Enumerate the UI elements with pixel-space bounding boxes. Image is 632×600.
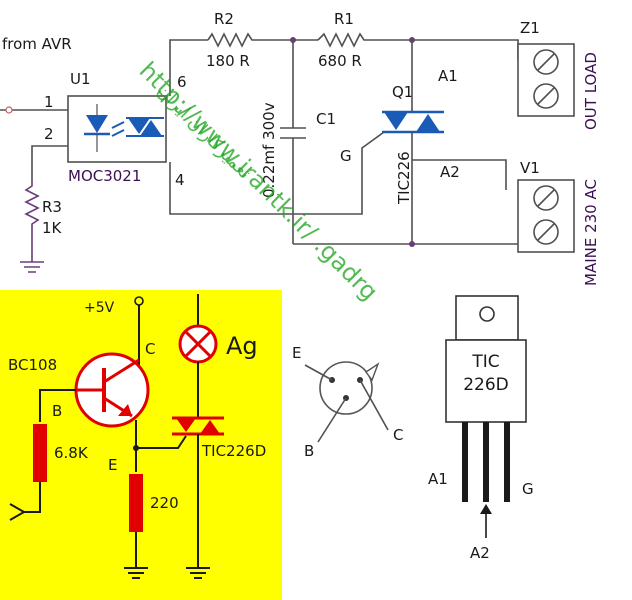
v1-ref: V1 — [520, 159, 540, 177]
antenna-input — [9, 482, 41, 521]
c1-ref: C1 — [316, 110, 336, 128]
u1-light-arrows — [111, 121, 125, 137]
z1-label: OUT LOAD — [582, 52, 600, 130]
u1-pin1: 1 — [44, 93, 54, 111]
v1-label: MAINE 230 AC — [582, 179, 600, 286]
input-terminal — [5, 106, 13, 114]
package-hole — [479, 306, 495, 322]
r1-resistor — [317, 32, 412, 48]
base-wire — [39, 389, 76, 422]
z1-ref: Z1 — [520, 19, 540, 37]
supply-label: +5V — [84, 300, 115, 316]
opto-triac-circuit: from AVR 1 2 U1 MOC3021 6 4 R3 — [0, 10, 600, 286]
rb-resistor — [33, 424, 47, 482]
z1-to-v1 — [412, 159, 507, 190]
package-a1-label: A1 — [428, 470, 448, 488]
watermark: http://www.irantk.ir/ .gadrg تعمیرکاران … — [134, 56, 384, 306]
rb-value: 6.8K — [54, 444, 89, 462]
watermark-persian: تعمیرکاران ایران — [152, 81, 255, 184]
transistor-label: BC108 — [8, 356, 57, 374]
pin4-gate-wire — [169, 131, 385, 215]
r3-ref: R3 — [42, 198, 62, 216]
package-g-label: G — [522, 480, 534, 498]
package-text-2: 226D — [463, 375, 509, 395]
bc108-transistor — [74, 352, 150, 428]
u1-ref: U1 — [70, 70, 91, 88]
package-text-1: TIC — [471, 352, 499, 372]
u1-led — [84, 104, 110, 152]
r3-value: 1K — [42, 219, 63, 237]
z1-terminal-block — [517, 43, 575, 117]
tic226d-triac — [172, 416, 224, 568]
q1-triac-symbol — [382, 40, 444, 244]
a1-to-z1 — [412, 39, 519, 60]
u1-pin6: 6 — [177, 73, 187, 91]
package-body — [445, 339, 527, 423]
pinout-c-label: C — [393, 426, 403, 444]
r2-resistor — [207, 32, 318, 48]
pinout-e-label: E — [292, 344, 301, 362]
package-a2-label: A2 — [470, 544, 490, 562]
u1-pin4: 4 — [175, 171, 185, 189]
transistor-pinout: E B C — [292, 344, 403, 460]
re-value: 220 — [150, 494, 179, 512]
triac-label: TIC226D — [201, 442, 266, 460]
u1-part: MOC3021 — [68, 167, 141, 185]
q1-gate-label: G — [340, 147, 352, 165]
supply-terminal — [134, 296, 144, 306]
input-label: from AVR — [2, 35, 72, 53]
r1-ref: R1 — [334, 10, 354, 28]
package-lead-a1 — [462, 422, 468, 502]
r3-ground — [20, 261, 44, 273]
u1-diac — [126, 117, 164, 137]
a1-label: A1 — [438, 67, 458, 85]
lamp-label: Ag — [226, 332, 258, 360]
lamp — [178, 294, 218, 418]
q1-ref: Q1 — [392, 83, 413, 101]
a2-label: A2 — [440, 163, 460, 181]
r3-resistor — [24, 180, 40, 262]
triac-ground — [186, 567, 210, 579]
triac-package: TIC 226D A1 G A2 — [428, 295, 534, 562]
u1-pin2: 2 — [44, 125, 54, 143]
c1-capacitor — [280, 40, 306, 244]
c1-value: 0.22mf 300v — [260, 102, 278, 198]
re-ground — [124, 532, 148, 579]
gate-wire — [136, 435, 187, 449]
package-a2-arrowhead — [480, 504, 492, 514]
base-label: B — [52, 402, 62, 420]
collector-label: C — [145, 340, 155, 358]
pin6-wire — [169, 39, 208, 96]
junction-a2 — [409, 241, 415, 247]
r1-value: 680 R — [318, 52, 362, 70]
pinout-b-label: B — [304, 442, 314, 460]
r2-value: 180 R — [206, 52, 250, 70]
v1-terminal-block — [517, 179, 575, 253]
transistor-circuit-panel: +5V C BC108 B 6.8K E 220 — [0, 290, 282, 600]
input-wire-2 — [31, 145, 68, 180]
re-resistor — [129, 474, 143, 532]
package-lead-a2 — [483, 422, 489, 502]
pinout-tab — [364, 362, 380, 382]
emitter-label: E — [108, 456, 117, 474]
pinout-can — [319, 361, 373, 415]
r2-ref: R2 — [214, 10, 234, 28]
pinout-leads — [304, 364, 389, 443]
package-lead-g — [504, 422, 510, 502]
q1-part: TIC226 — [395, 151, 413, 205]
